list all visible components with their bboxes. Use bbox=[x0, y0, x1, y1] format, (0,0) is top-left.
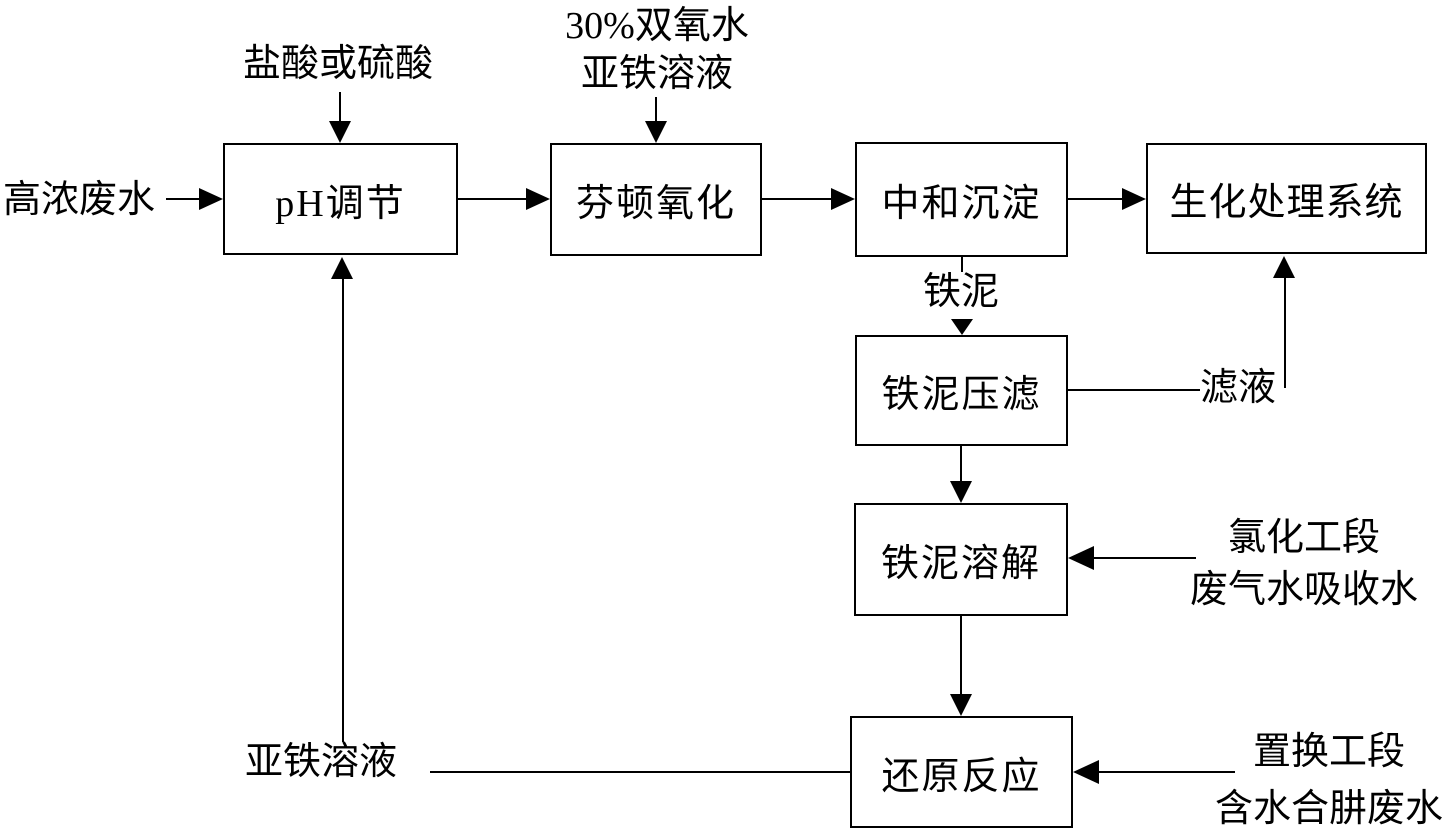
arrowhead-down-icon bbox=[950, 481, 972, 503]
process-box-fenton-oxidation-label: 芬顿氧化 bbox=[575, 183, 736, 225]
replacement-feed-label-line1: 置换工段 bbox=[1252, 731, 1405, 773]
influent-label: 高浓废水 bbox=[3, 179, 156, 221]
process-box-biochemical-system-label: 生化处理系统 bbox=[1169, 182, 1404, 224]
arrowhead-down-icon bbox=[329, 121, 351, 143]
oxidant-feed-label: 30%双氧水 亚铁溶液 bbox=[547, 2, 767, 98]
chlorination-feed-label: 氯化工段 废气水吸收水 bbox=[1179, 512, 1429, 616]
connector-chlorination-to-dissolve bbox=[1094, 557, 1196, 559]
arrowhead-left-icon bbox=[1068, 546, 1094, 570]
process-box-sludge-dissolve-label: 铁泥溶解 bbox=[880, 543, 1041, 585]
connector-oxidant-to-fenton bbox=[655, 97, 657, 122]
arrowhead-right-icon bbox=[831, 188, 855, 210]
process-box-reduction-reaction: 还原反应 bbox=[850, 716, 1073, 828]
connector-neutralization-to-press bbox=[961, 257, 963, 272]
iron-sludge-label: 铁泥 bbox=[923, 271, 1000, 313]
arrowhead-down-icon bbox=[645, 121, 667, 143]
replacement-feed-label: 置换工段 含水合肼废水 bbox=[1204, 724, 1452, 837]
ferrous-solution-return-label: 亚铁溶液 bbox=[245, 741, 398, 783]
arrowhead-up-icon bbox=[1273, 256, 1295, 278]
acid-feed-label: 盐酸或硫酸 bbox=[243, 43, 434, 85]
process-box-biochemical-system: 生化处理系统 bbox=[1146, 143, 1427, 254]
arrowhead-up-icon bbox=[331, 257, 353, 279]
connector-neutralization-to-biochemical bbox=[1068, 198, 1123, 200]
oxidant-feed-label-line2: 亚铁溶液 bbox=[580, 53, 733, 95]
process-box-sludge-press: 铁泥压滤 bbox=[855, 335, 1068, 446]
arrowhead-right-icon bbox=[1122, 188, 1146, 210]
connector-replacement-to-reduction bbox=[1099, 771, 1235, 773]
filtrate-label: 滤液 bbox=[1200, 367, 1277, 409]
arrowhead-down-icon bbox=[951, 319, 973, 335]
connector-influent-to-ph bbox=[166, 198, 200, 200]
replacement-feed-label-line2: 含水合肼废水 bbox=[1214, 788, 1443, 830]
oxidant-feed-label-line1: 30%双氧水 bbox=[565, 5, 749, 47]
chlorination-feed-label-line1: 氯化工段 bbox=[1227, 517, 1380, 559]
process-box-ph-adjust: pH调节 bbox=[223, 143, 458, 255]
connector-press-to-dissolve bbox=[960, 446, 962, 483]
arrowhead-right-icon bbox=[526, 188, 550, 210]
process-box-ph-adjust-label: pH调节 bbox=[275, 182, 406, 225]
connector-fenton-to-neutralization bbox=[762, 198, 833, 200]
process-box-sludge-dissolve: 铁泥溶解 bbox=[854, 503, 1068, 616]
connector-acid-to-ph bbox=[339, 92, 341, 122]
arrowhead-right-icon bbox=[199, 188, 223, 210]
process-box-sludge-press-label: 铁泥压滤 bbox=[881, 374, 1042, 416]
connector-press-to-filtrate bbox=[1068, 389, 1200, 391]
connector-dissolve-to-reduction bbox=[960, 616, 962, 694]
chlorination-feed-label-line2: 废气水吸收水 bbox=[1189, 569, 1418, 611]
process-box-fenton-oxidation: 芬顿氧化 bbox=[550, 143, 762, 256]
process-box-neutralization: 中和沉淀 bbox=[855, 142, 1068, 257]
connector-ph-to-fenton bbox=[458, 198, 527, 200]
arrowhead-down-icon bbox=[950, 694, 972, 716]
connector-filtrate-to-biochemical bbox=[1284, 278, 1286, 388]
process-box-reduction-reaction-label: 还原反应 bbox=[881, 755, 1042, 798]
connector-reduction-to-ferrous bbox=[430, 771, 850, 773]
connector-ferrous-to-ph bbox=[342, 279, 344, 742]
arrowhead-left-icon bbox=[1073, 760, 1099, 784]
process-box-neutralization-label: 中和沉淀 bbox=[881, 183, 1042, 225]
